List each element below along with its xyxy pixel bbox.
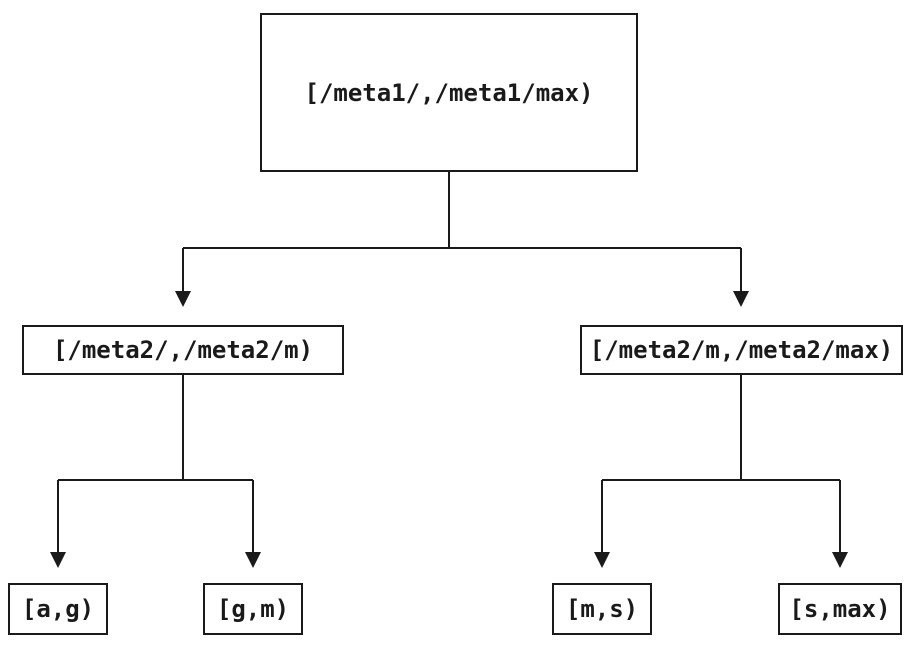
- node-right-child: [/meta2/m,/meta2/max): [580, 325, 903, 375]
- arrow-down-icon: [245, 552, 261, 568]
- node-leaf-ms-label: [m,s): [565, 595, 639, 623]
- arrow-down-icon: [175, 291, 191, 307]
- node-leaf-smax-label: [s,max): [789, 595, 891, 623]
- node-leaf-smax: [s,max): [778, 583, 902, 635]
- node-leaf-gm-label: [g,m): [216, 595, 290, 623]
- node-right-child-label: [/meta2/m,/meta2/max): [589, 336, 894, 364]
- edge-root-branch: [182, 172, 742, 291]
- edge-right-branch: [601, 375, 841, 552]
- node-root-label: [/meta1/,/meta1/max): [304, 78, 594, 107]
- edge-left-branch: [57, 375, 254, 552]
- arrow-down-icon: [594, 552, 610, 568]
- arrow-down-icon: [832, 552, 848, 568]
- node-left-child: [/meta2/,/meta2/m): [22, 325, 344, 375]
- node-root: [/meta1/,/meta1/max): [260, 13, 638, 172]
- arrow-down-icon: [50, 552, 66, 568]
- node-leaf-ag-label: [a,g): [21, 595, 95, 623]
- node-leaf-ag: [a,g): [8, 583, 108, 635]
- node-left-child-label: [/meta2/,/meta2/m): [52, 336, 314, 364]
- node-leaf-ms: [m,s): [552, 583, 652, 635]
- node-leaf-gm: [g,m): [203, 583, 303, 635]
- arrow-down-icon: [733, 291, 749, 307]
